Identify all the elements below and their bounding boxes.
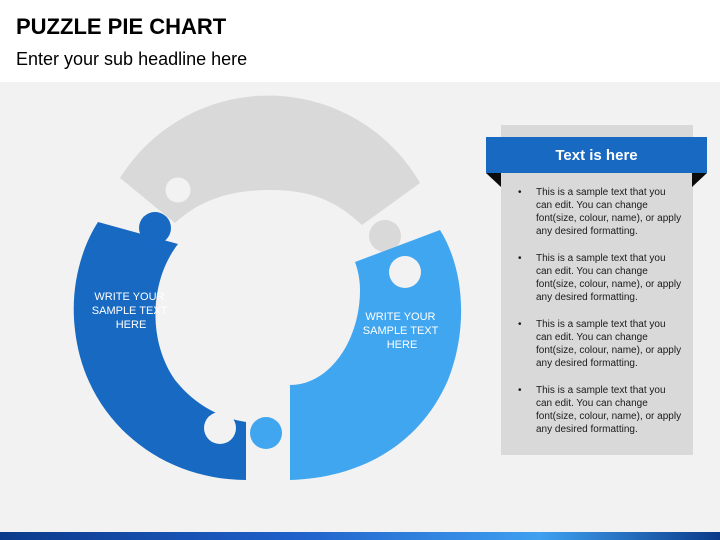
panel-bullet: • This is a sample text that you can edit… <box>512 318 684 370</box>
bullet-icon: • <box>518 385 522 396</box>
bullet-text: This is a sample text that you can edit.… <box>536 253 682 303</box>
piece-right-label: WRITE YOUR SAMPLE TEXT HERE <box>363 311 441 351</box>
puzzle-socket-left-bottom <box>204 412 236 444</box>
panel-header: Text is here <box>486 137 707 173</box>
panel-bullet-list: • This is a sample text that you can edit… <box>512 186 684 450</box>
panel-bullet: • This is a sample text that you can edit… <box>512 186 684 238</box>
puzzle-knob-top-right <box>369 220 401 252</box>
bullet-text: This is a sample text that you can edit.… <box>536 187 682 237</box>
panel-bullet: • This is a sample text that you can edit… <box>512 252 684 304</box>
puzzle-knob-top-left <box>158 170 198 210</box>
slide-title: PUZZLE PIE CHART <box>16 14 227 39</box>
panel-fold-right <box>692 173 707 187</box>
bullet-text: This is a sample text that you can edit.… <box>536 385 682 435</box>
slide-subtitle: Enter your sub headline here <box>16 49 248 69</box>
puzzle-knob-right-bottom <box>250 417 282 449</box>
puzzle-piece-right <box>290 230 462 480</box>
piece-left-label: WRITE YOUR SAMPLE TEXT HERE <box>92 291 170 331</box>
footer-bar <box>0 532 720 540</box>
puzzle-piece-top <box>120 95 420 226</box>
bullet-icon: • <box>518 253 522 264</box>
slide-header: PUZZLE PIE CHART Enter your sub headline… <box>0 0 720 82</box>
text-panel <box>501 125 693 455</box>
bullet-icon: • <box>518 319 522 330</box>
panel-bullet: • This is a sample text that you can edit… <box>512 384 684 436</box>
bullet-text: This is a sample text that you can edit.… <box>536 319 682 369</box>
puzzle-piece-left <box>73 222 246 480</box>
panel-fold-left <box>486 173 501 187</box>
puzzle-knob-left-top <box>139 212 171 244</box>
bullet-icon: • <box>518 187 522 198</box>
puzzle-socket-right-top <box>389 256 421 288</box>
